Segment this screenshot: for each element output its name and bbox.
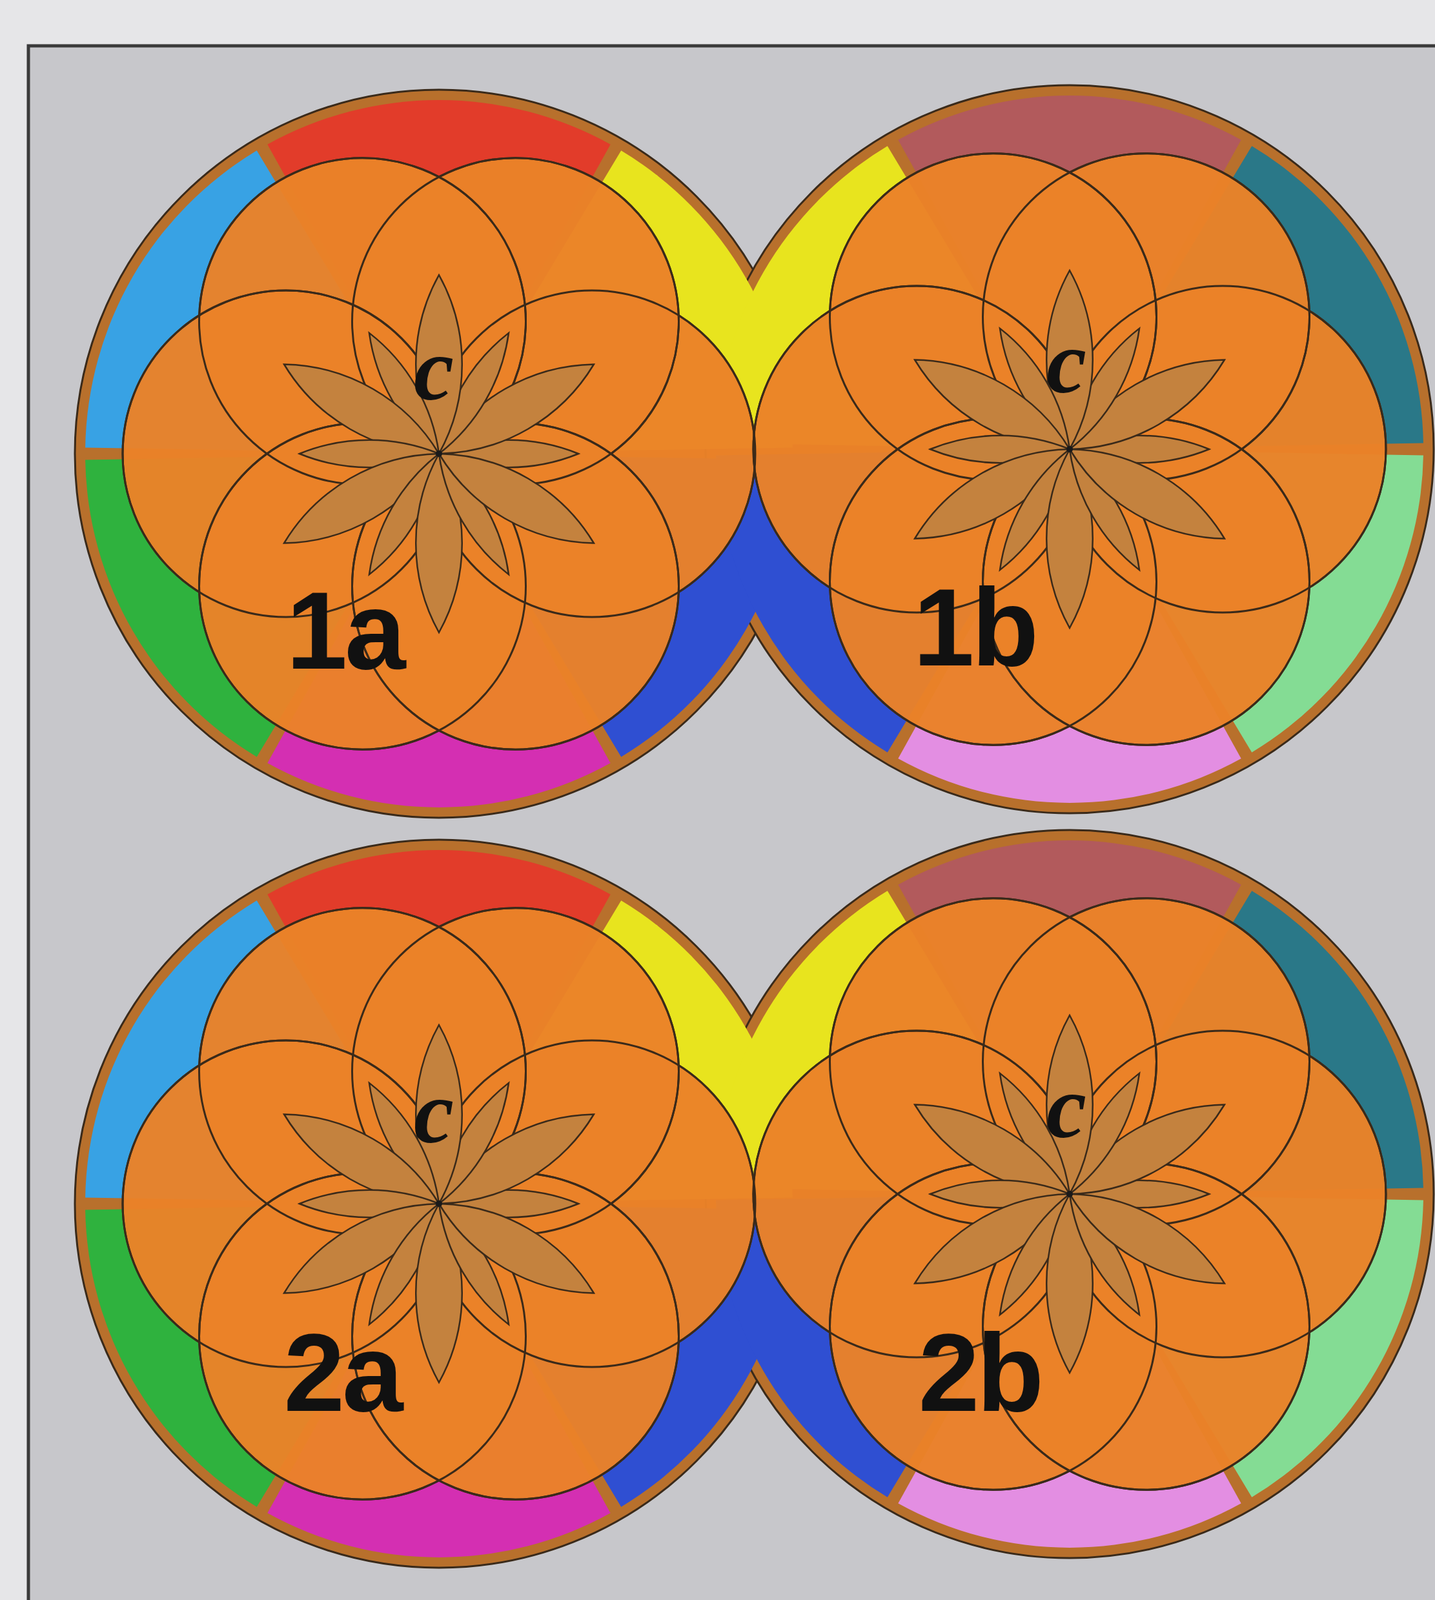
petal [1069, 449, 1225, 540]
circle-outline [428, 290, 756, 618]
centre-dot [1066, 1190, 1073, 1198]
circle-outline [428, 1040, 756, 1368]
petal [438, 1203, 594, 1294]
circle-outline [1059, 1030, 1386, 1358]
figure-number: 2a [283, 1318, 401, 1428]
centre-dot [435, 450, 443, 458]
figure-number: 1a [285, 575, 403, 686]
circle-outline [122, 290, 450, 618]
centre-label: c [1046, 1061, 1087, 1153]
outer-circle [74, 839, 804, 1568]
petal [1069, 1194, 1225, 1284]
figure-number: 2b [918, 1318, 1042, 1428]
circle-outline [753, 1030, 1080, 1358]
centre-label: c [1046, 316, 1087, 408]
circle-outline [1059, 285, 1386, 613]
circle-outline [753, 285, 1080, 613]
outer-circle [705, 85, 1434, 814]
panel-ground [28, 45, 1435, 1600]
petal [438, 453, 594, 544]
centre-dot [435, 1200, 443, 1208]
centre-dot [1066, 446, 1073, 453]
figure-number: 1b [913, 572, 1037, 683]
centre-label: c [413, 1067, 454, 1158]
centre-label: c [413, 324, 454, 415]
outer-circle [74, 89, 804, 818]
outer-circle [705, 830, 1434, 1559]
